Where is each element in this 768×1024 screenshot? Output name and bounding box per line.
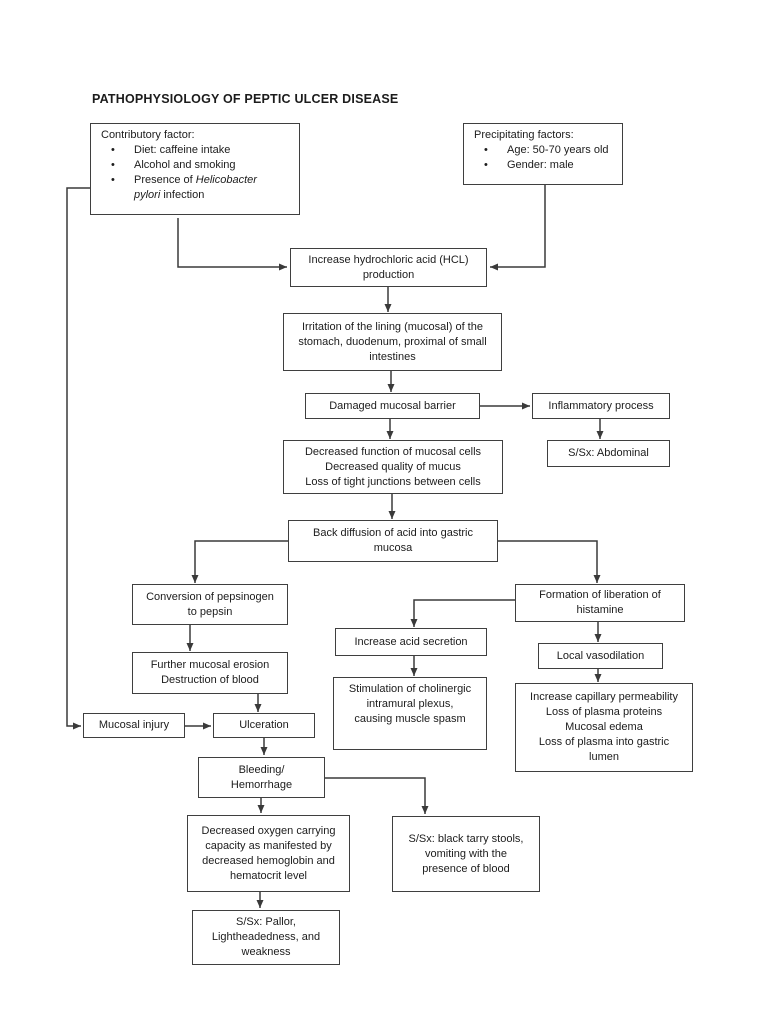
node-text-line: Hemorrhage	[230, 778, 293, 791]
connector-bleeding-to-sx-stools	[325, 777, 429, 814]
node-text-line: Bleeding/	[238, 763, 285, 776]
node-damaged-mucosal-barrier: Damaged mucosal barrier	[305, 393, 480, 419]
node-text-line: causing muscle spasm	[354, 713, 466, 725]
node-text-line: Inflammatory process	[548, 399, 654, 412]
node-text-line: mucosa	[373, 542, 413, 554]
node-text-line: intestines	[369, 350, 416, 363]
node-inflammatory-process: Inflammatory process	[532, 393, 670, 419]
bullet-icon: •	[111, 159, 115, 171]
connector-back-diffusion-to-conversion	[191, 540, 288, 583]
node-text-line: production	[362, 268, 415, 281]
node-text-line: presence of blood	[422, 862, 510, 875]
node-sx-abdominal: S/Sx: Abdominal	[547, 440, 670, 467]
page-title: PATHOPHYSIOLOGY OF PEPTIC ULCER DISEASE	[92, 92, 399, 106]
node-text-line: stomach, duodenum, proximal of small	[298, 335, 487, 348]
list-item: • Age: 50-70 years old	[484, 144, 609, 156]
node-text-line: hematocrit level	[229, 869, 308, 882]
node-bleeding-hemorrhage: Bleeding/Hemorrhage	[198, 757, 325, 798]
node-heading: Precipitating factors:	[474, 129, 574, 141]
node-stimulation-cholinergic: Stimulation of cholinergic intramural ple…	[333, 677, 487, 750]
connector-back-diffusion-to-formation	[498, 540, 601, 583]
node-text-line: Stimulation of cholinergic	[348, 683, 472, 695]
node-text-line: Loss of plasma into gastric	[538, 736, 670, 748]
node-sx-black-tarry-stools: S/Sx: black tarry stools, vomiting with t…	[392, 816, 540, 892]
node-decreased-oxygen-capacity: Decreased oxygen carrying capacity as man…	[187, 815, 350, 892]
node-back-diffusion: Back diffusion of acid into gastric mucos…	[288, 520, 498, 562]
node-text-line: Decreased oxygen carrying	[201, 824, 336, 837]
bullet-icon: •	[484, 144, 488, 156]
node-ulceration: Ulceration	[213, 713, 315, 738]
node-increase-hcl: Increase hydrochloric acid (HCL) producti…	[290, 248, 487, 287]
connector-precipitating-to-hcl	[490, 185, 546, 271]
node-local-vasodilation: Local vasodilation	[538, 643, 663, 669]
bullet-icon: •	[111, 144, 115, 156]
node-text-line: Loss of plasma proteins	[545, 706, 663, 718]
node-increase-acid-secretion: Increase acid secretion	[335, 628, 487, 656]
node-irritation-lining: Irritation of the lining (mucosal) of th…	[283, 313, 502, 371]
node-sx-pallor: S/Sx: Pallor, Lightheadedness, and weaknes…	[192, 910, 340, 965]
node-text-line: Decreased function of mucosal cells	[304, 445, 482, 458]
node-conversion-pepsinogen: Conversion of pepsinogen to pepsin	[132, 584, 288, 625]
node-mucosal-injury: Mucosal injury	[83, 713, 185, 738]
node-text-line: histamine	[576, 604, 624, 616]
list-item: • Diet: caffeine intake	[111, 144, 231, 156]
bullet-icon: •	[111, 174, 115, 186]
node-text-line: Conversion of pepsinogen	[146, 590, 274, 603]
node-contributory-factors: Contributory factor: • Diet: caffeine in…	[90, 123, 300, 215]
connector-contributory-to-mucosal-injury	[66, 187, 90, 730]
node-text-line: Ulceration	[239, 719, 289, 731]
node-text-line: Formation of liberation of	[539, 589, 661, 601]
node-text-line: decreased hemoglobin and	[202, 854, 335, 867]
node-precipitating-factors: Precipitating factors: • Age: 50-70 year…	[463, 123, 623, 185]
node-text-line: Back diffusion of acid into gastric	[313, 527, 473, 539]
node-text-line: Damaged mucosal barrier	[329, 399, 456, 412]
node-text-line: weakness	[241, 946, 291, 958]
node-text-line: Mucosal injury	[98, 719, 170, 731]
node-text-line: S/Sx: Pallor,	[236, 916, 296, 928]
list-item: • Alcohol and smoking	[111, 159, 236, 171]
node-text-line: Increase acid secretion	[354, 635, 468, 648]
node-text-line: lumen	[589, 751, 619, 763]
node-text-line: Increase hydrochloric acid (HCL)	[308, 253, 469, 266]
node-text-line: S/Sx: black tarry stools,	[408, 832, 524, 845]
node-text-line: vomiting with the	[425, 847, 507, 860]
node-text-line: Mucosal edema	[565, 721, 643, 733]
node-text-line: capacity as manifested by	[205, 839, 332, 852]
bullet-icon: •	[484, 159, 488, 171]
node-heading: Contributory factor:	[101, 129, 195, 141]
node-text-line: to pepsin	[187, 605, 233, 618]
node-text-line: Loss of tight junctions between cells	[305, 475, 481, 488]
connector-contributory-to-hcl	[177, 218, 287, 271]
node-formation-histamine: Formation of liberation of histamine	[515, 584, 685, 622]
node-text-line: intramural plexus,	[366, 698, 454, 710]
node-text-line: Decreased quality of mucus	[325, 460, 461, 473]
node-text-line: Irritation of the lining (mucosal) of th…	[302, 320, 483, 333]
list-item: • Gender: male	[484, 159, 574, 171]
node-text-line: S/Sx: Abdominal	[568, 447, 649, 459]
connector-formation-to-acid-secretion	[410, 599, 515, 627]
node-text-line: Local vasodilation	[556, 649, 645, 662]
node-text-line: Increase capillary permeability	[530, 691, 678, 703]
node-text-line: Destruction of blood	[161, 674, 259, 686]
node-text-line: Lightheadedness, and	[211, 931, 321, 943]
node-text-line: Further mucosal erosion	[150, 659, 270, 671]
